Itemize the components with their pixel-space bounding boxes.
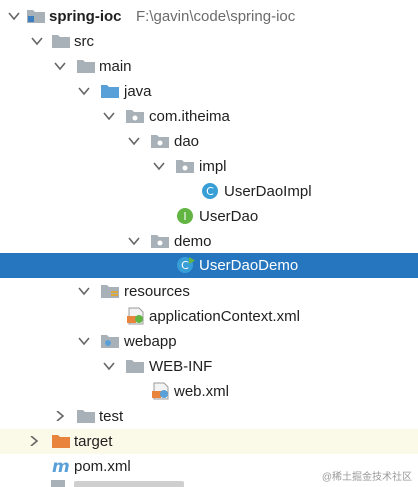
tree-row-web-xml[interactable]: web.xml	[0, 379, 418, 404]
project-path: F:\gavin\code\spring-ioc	[136, 8, 296, 25]
tree-label-user-dao: UserDao	[199, 208, 259, 225]
chevron-down-icon[interactable]	[76, 79, 92, 104]
tree-label-resources: resources	[124, 283, 190, 300]
interface-icon: I	[176, 207, 196, 225]
module-folder-icon	[26, 7, 46, 25]
web-folder-icon	[100, 332, 120, 350]
folder-icon	[125, 357, 145, 375]
spring-xml-file-icon	[126, 307, 146, 325]
watermark: @稀土掘金技术社区	[321, 472, 412, 483]
svg-text:C: C	[181, 259, 189, 272]
chevron-down-icon[interactable]	[76, 329, 92, 354]
tree-row-test[interactable]: test	[0, 404, 418, 429]
tree-row-user-dao-demo[interactable]: C UserDaoDemo	[0, 253, 418, 278]
folder-icon	[51, 32, 71, 50]
tree-label-java: java	[124, 83, 152, 100]
class-icon: C	[201, 182, 221, 200]
tree-label-web-inf: WEB-INF	[149, 358, 213, 375]
chevron-down-icon[interactable]	[126, 229, 142, 254]
source-folder-icon	[100, 82, 120, 100]
chevron-down-icon[interactable]	[52, 54, 68, 79]
chevron-right-icon[interactable]	[26, 429, 42, 454]
file-icon	[51, 480, 65, 487]
chevron-down-icon[interactable]	[151, 154, 167, 179]
tree-row-package[interactable]: com.itheima	[0, 104, 418, 129]
tree-label-dao: dao	[174, 133, 200, 150]
tree-row-java[interactable]: java	[0, 79, 418, 104]
tree-row-impl[interactable]: impl	[0, 154, 418, 179]
tree-row-src[interactable]: src	[0, 29, 418, 54]
package-icon	[175, 157, 195, 175]
chevron-right-icon[interactable]	[52, 404, 68, 429]
tree-row-demo[interactable]: demo	[0, 229, 418, 254]
package-icon	[150, 232, 170, 250]
chevron-down-icon[interactable]	[126, 129, 142, 154]
tree-label-pom: pom.xml	[74, 458, 131, 475]
project-name: spring-ioc	[49, 8, 122, 25]
chevron-down-icon[interactable]	[101, 354, 117, 379]
package-icon	[150, 132, 170, 150]
runnable-class-icon: C	[176, 256, 196, 274]
tree-label-web-xml: web.xml	[174, 383, 230, 400]
excluded-folder-icon	[51, 432, 71, 450]
cut-off-label	[74, 481, 184, 487]
tree-row-partial	[0, 478, 418, 487]
chevron-down-icon[interactable]	[76, 279, 92, 304]
tree-label-demo: demo	[174, 233, 212, 250]
tree-label-user-dao-demo: UserDaoDemo	[199, 257, 299, 274]
tree-label-test: test	[99, 408, 124, 425]
chevron-down-icon[interactable]	[6, 4, 22, 29]
tree-row-application-context[interactable]: applicationContext.xml	[0, 304, 418, 329]
xml-file-icon	[151, 382, 171, 400]
resources-folder-icon	[100, 282, 120, 300]
tree-row-webapp[interactable]: webapp	[0, 329, 418, 354]
svg-text:C: C	[206, 185, 214, 198]
tree-row-user-dao[interactable]: I UserDao	[0, 204, 418, 229]
chevron-down-icon[interactable]	[29, 29, 45, 54]
svg-text:I: I	[183, 210, 186, 223]
tree-row-project-root[interactable]: spring-ioc F:\gavin\code\spring-ioc	[0, 4, 418, 29]
tree-label-webapp: webapp	[124, 333, 177, 350]
tree-row-pom[interactable]: m pom.xml	[0, 454, 418, 479]
tree-row-web-inf[interactable]: WEB-INF	[0, 354, 418, 379]
svg-text:m: m	[52, 457, 70, 475]
tree-row-target[interactable]: target	[0, 429, 418, 454]
tree-row-main[interactable]: main	[0, 54, 418, 79]
tree-label-package: com.itheima	[149, 108, 230, 125]
folder-icon	[76, 407, 96, 425]
tree-label-src: src	[74, 33, 94, 50]
tree-label-main: main	[99, 58, 132, 75]
tree-row-dao[interactable]: dao	[0, 129, 418, 154]
tree-label-impl: impl	[199, 158, 227, 175]
tree-label-application-context: applicationContext.xml	[149, 308, 300, 325]
package-icon	[125, 107, 145, 125]
tree-row-resources[interactable]: resources	[0, 279, 418, 304]
chevron-down-icon[interactable]	[101, 104, 117, 129]
maven-icon: m	[51, 457, 71, 475]
tree-label-target: target	[74, 433, 113, 450]
tree-label-user-dao-impl: UserDaoImpl	[224, 183, 312, 200]
folder-icon	[76, 57, 96, 75]
tree-row-user-dao-impl[interactable]: C UserDaoImpl	[0, 179, 418, 204]
